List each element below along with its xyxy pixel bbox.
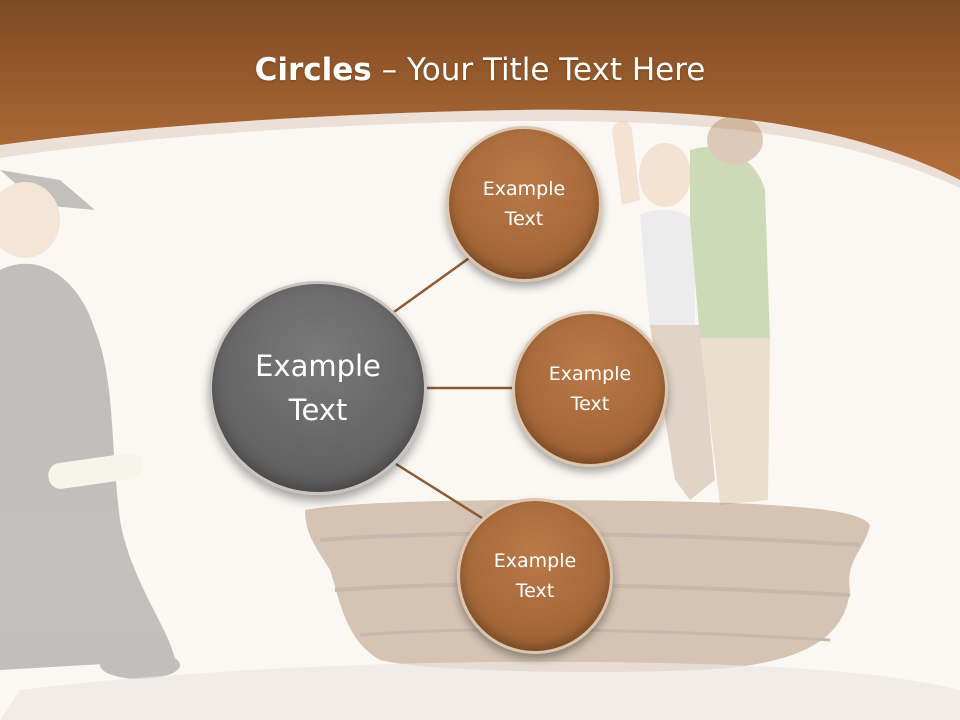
center-circle-line1: Example	[255, 349, 381, 383]
node-circle-top[interactable]: Example Text	[446, 126, 602, 282]
title-bold: Circles	[254, 52, 372, 88]
header-band	[0, 0, 960, 180]
node-circle-line1: Example	[493, 550, 577, 572]
node-circle-line2: Text	[504, 208, 544, 230]
slide-title: Circles – Your Title Text Here	[0, 52, 960, 88]
header-wave	[0, 109, 960, 188]
title-rest: – Your Title Text Here	[371, 52, 706, 88]
connector-line-bottom	[395, 462, 483, 520]
center-circle[interactable]: Example Text	[209, 281, 427, 495]
node-circle-middle[interactable]: Example Text	[512, 311, 668, 467]
node-circle-line2: Text	[570, 393, 610, 415]
couple-illustration	[612, 116, 770, 505]
center-circle-line2: Text	[288, 393, 348, 427]
connector-line-top	[393, 254, 473, 314]
node-circle-bottom[interactable]: Example Text	[457, 498, 613, 654]
ground-shadow	[0, 661, 960, 720]
graduate-illustration	[0, 170, 180, 679]
node-circle-line1: Example	[548, 363, 632, 385]
node-circle-line1: Example	[482, 178, 566, 200]
node-circle-line2: Text	[515, 580, 555, 602]
